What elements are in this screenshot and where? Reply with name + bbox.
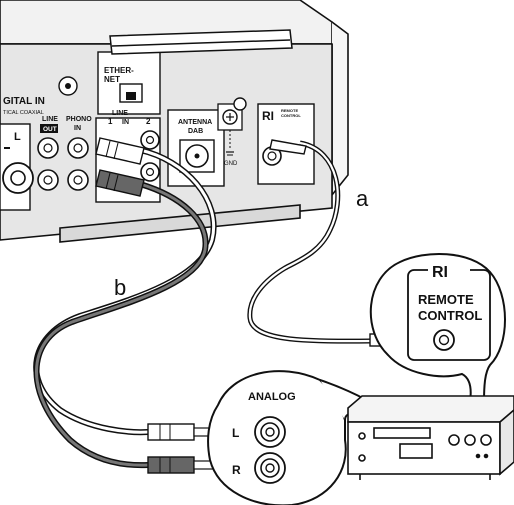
cd-tray [374,428,430,438]
antenna-dab-section: ANTENNA DAB [168,110,224,186]
remote-callout-logo: RI [432,264,448,281]
dab-label: DAB [188,128,203,135]
cd-player [348,396,514,480]
ri-logo: RI [262,109,274,123]
line-in-1-label: 1 [108,117,113,126]
analog-right-label: R [232,463,241,477]
line-in-label: LINE [112,110,128,117]
cd-button [449,435,459,445]
ethernet-port: ETHER- NET [98,52,160,114]
cable-b-label: b [114,275,126,300]
ethernet-label-2: NET [104,75,120,84]
ethernet-label-1: ETHER- [104,66,134,75]
line-in-in-label: IN [122,119,129,126]
analog-title: ANALOG [248,391,296,403]
ri-remote-label-2: CONTROL [281,113,301,118]
cd-button [481,435,491,445]
remote-callout-line1: REMOTE [418,292,474,307]
digital-in-sublabel: TICAL COAXIAL [3,110,44,116]
left-channel-label: L [14,131,21,143]
line-in-2-label: 2 [146,117,151,126]
cd-display [400,444,432,458]
phono-label: PHONO [66,116,92,123]
analog-left-label: L [232,426,239,440]
remote-callout-line2: CONTROL [418,308,482,323]
rca-plug-dark-player [148,457,194,473]
phono-in-label: IN [74,125,81,132]
gnd-label: GND [224,161,238,167]
cable-a-label: a [356,186,369,211]
remote-control-callout: RI REMOTE CONTROL [371,254,505,402]
antenna-label: ANTENNA [178,119,212,126]
line-out-label: LINE [42,116,58,123]
screw-icon [234,98,246,110]
rca-plug-white-player [148,424,194,440]
cd-button [465,435,475,445]
line-out-badge: OUT [43,126,57,133]
digital-in-label: GITAL IN [3,96,45,107]
